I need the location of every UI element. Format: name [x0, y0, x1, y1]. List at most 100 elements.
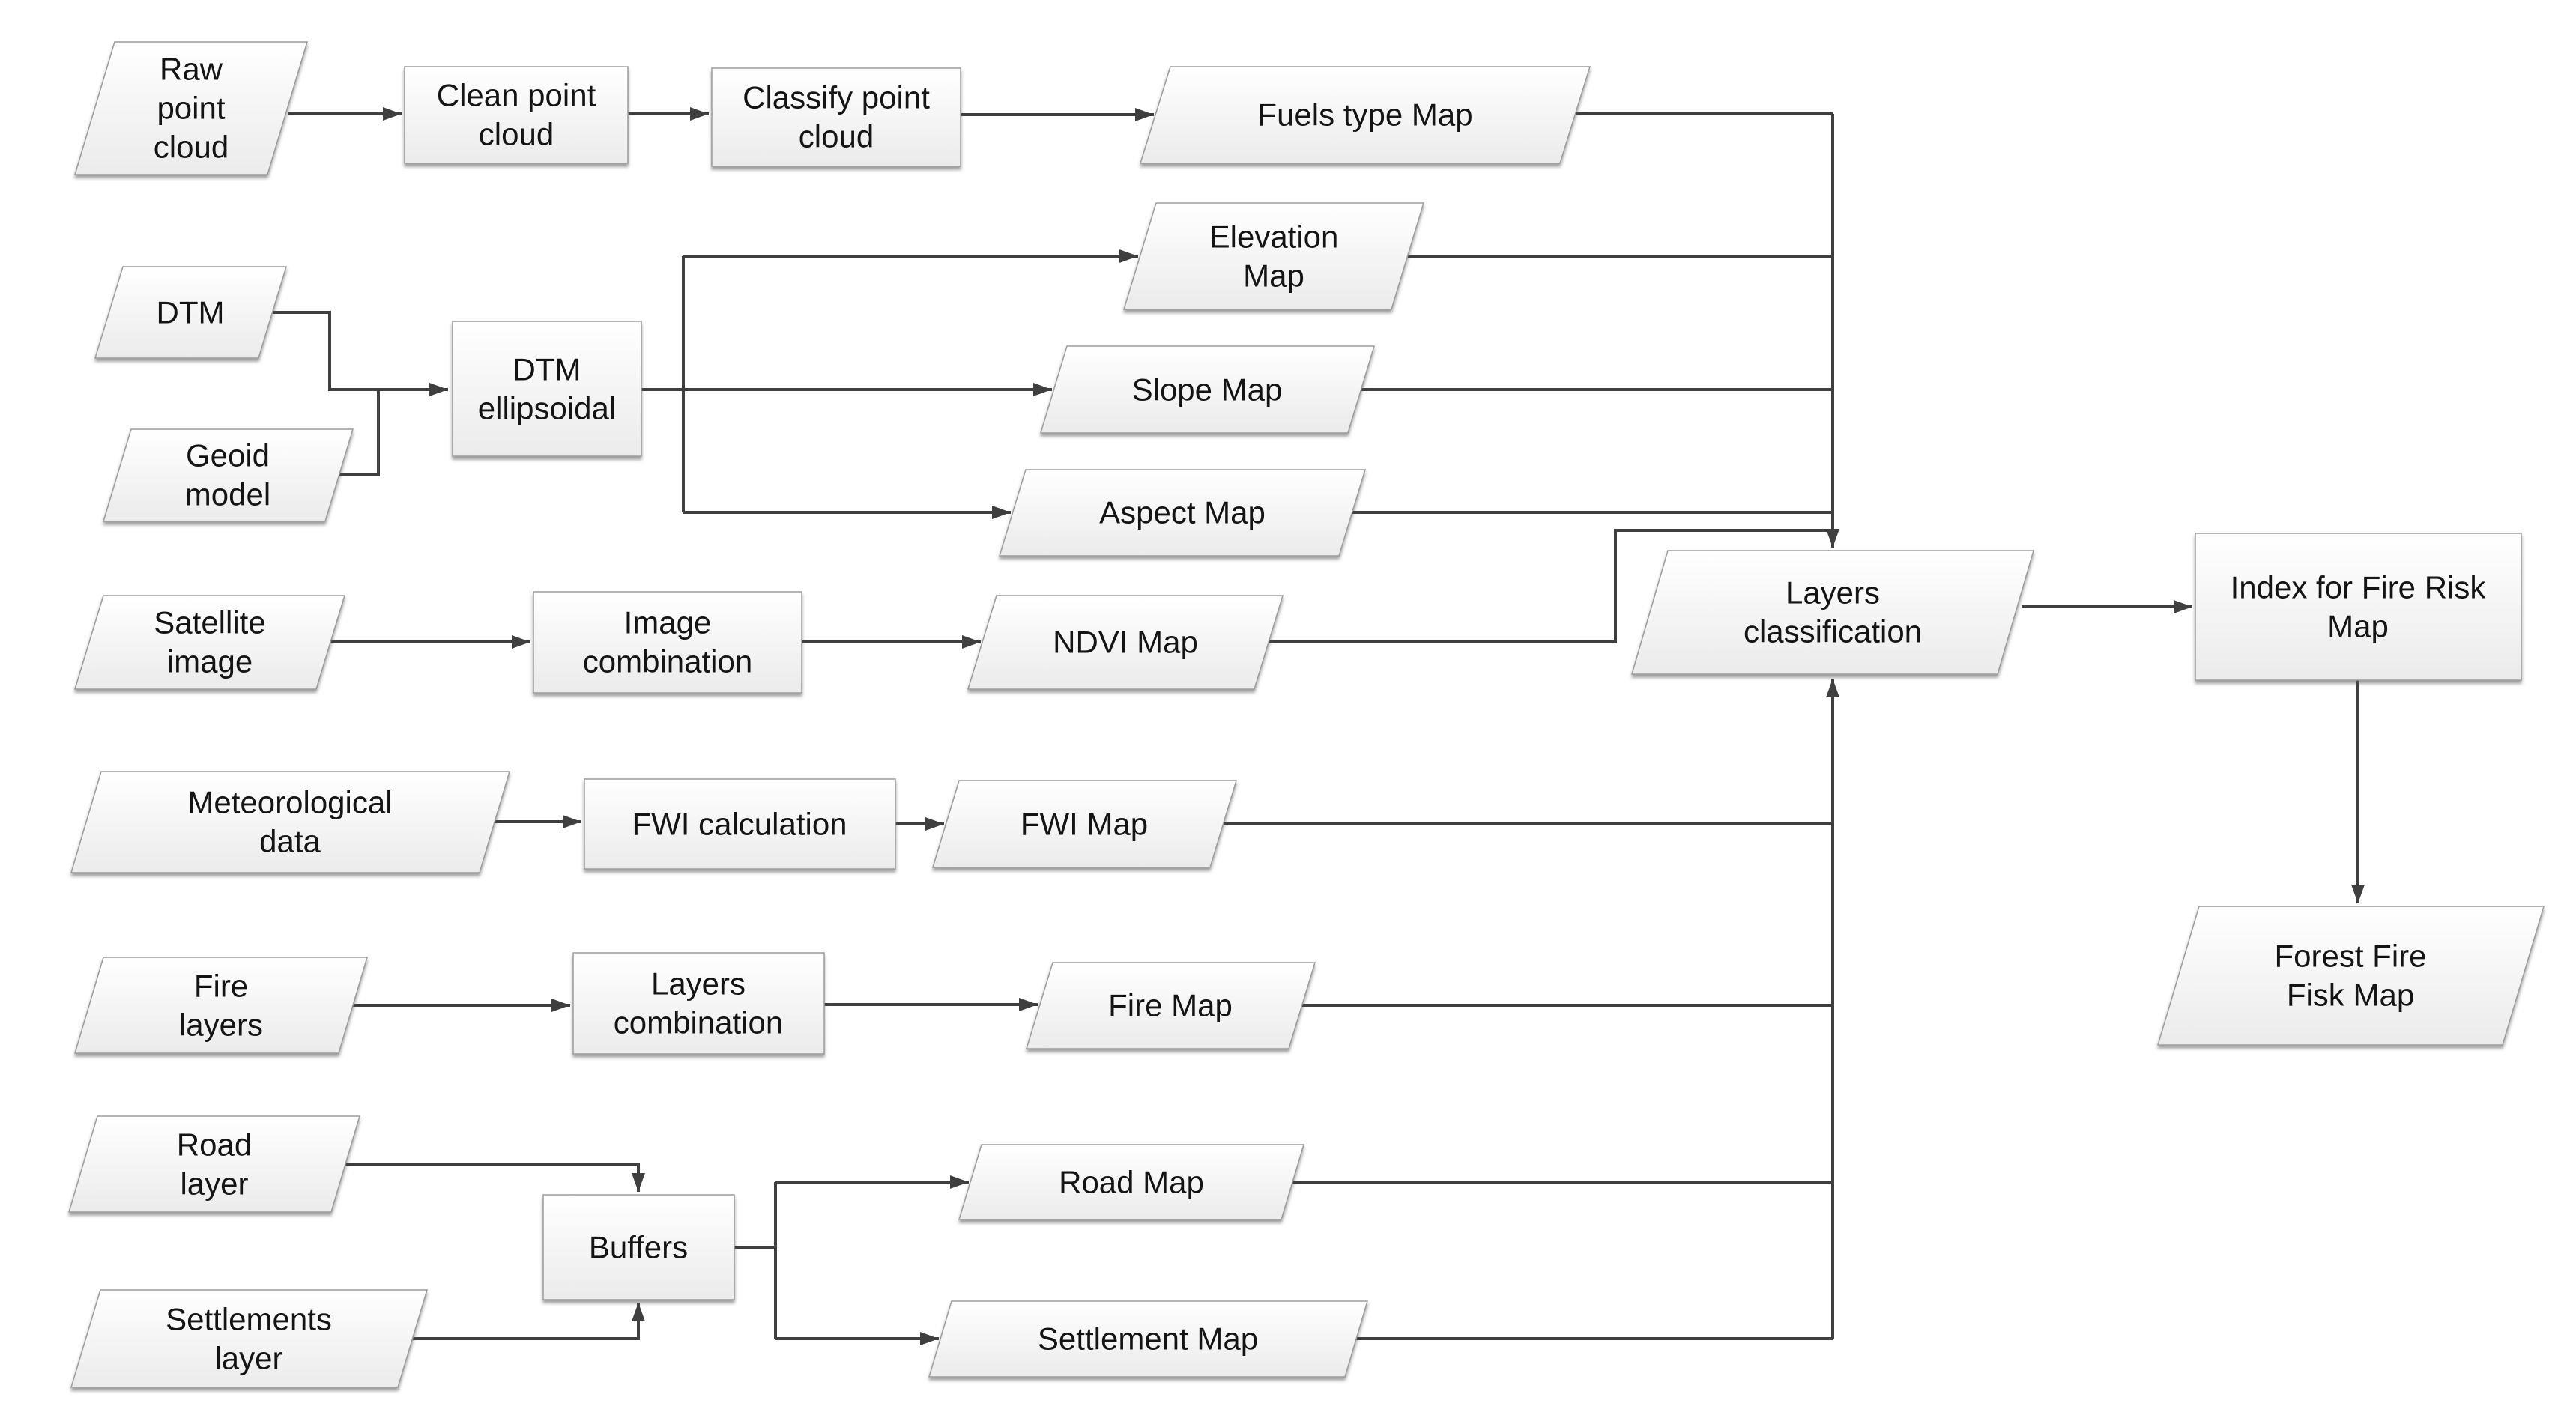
process-rect-shape: [404, 66, 629, 164]
parallelogram-shape: [67, 1115, 361, 1213]
node-label: cloud: [799, 119, 874, 154]
node-dtm-ellipsoidal: DTM ellipsoidal: [452, 321, 642, 457]
node-label: image: [167, 644, 253, 679]
node-fuels-type-map: Fuels type Map: [1139, 66, 1591, 164]
parallelogram-shape: [967, 595, 1284, 690]
node-label: layer: [214, 1341, 282, 1376]
process-rect-shape: [572, 952, 825, 1055]
connector-dtm-to-ellipsoidal: [273, 311, 448, 396]
node-settlement-map: Settlement Map: [928, 1300, 1369, 1378]
node-label: Elevation: [1209, 219, 1339, 255]
node-layers-classification: Layers classification: [1631, 550, 2034, 675]
node-label: combination: [614, 1005, 783, 1040]
node-fwi-map: FWI Map: [931, 780, 1238, 868]
node-label: Layers: [651, 966, 746, 1002]
node-label: FWI Map: [1021, 807, 1148, 842]
connector-settlements-to-buffers: [413, 1303, 645, 1340]
node-road-map: Road Map: [958, 1144, 1305, 1220]
nodes: Raw point cloud Clean point cloud Classi…: [67, 41, 2545, 1388]
node-label: Aspect Map: [1099, 495, 1266, 530]
parallelogram-shape: [1039, 345, 1376, 434]
node-elevation-map: Elevation Map: [1122, 202, 1425, 310]
node-geoid-model: Geoid model: [102, 428, 354, 522]
node-label: Map: [2327, 609, 2389, 644]
connector-geoid-to-junction: [339, 390, 380, 476]
connectors: [273, 107, 2365, 1345]
node-label: model: [185, 477, 270, 512]
node-label: data: [259, 824, 321, 859]
node-label: Fire Map: [1108, 988, 1233, 1023]
node-label: Fisk Map: [2287, 978, 2414, 1013]
process-rect-shape: [542, 1194, 735, 1300]
node-label: Settlements: [166, 1302, 332, 1337]
parallelogram-shape: [931, 780, 1238, 868]
connector-roadlayer-to-buffers: [345, 1163, 645, 1192]
parallelogram-shape: [928, 1300, 1369, 1378]
parallelogram-shape: [1631, 550, 2034, 675]
node-road-layer: Road layer: [67, 1115, 361, 1213]
parallelogram-shape: [73, 595, 346, 690]
node-ndvi-map: NDVI Map: [967, 595, 1284, 690]
node-settlements-layer: Settlements layer: [70, 1289, 429, 1388]
node-label: cloud: [479, 117, 554, 152]
node-fwi-calculation: FWI calculation: [584, 778, 896, 870]
node-label: Classify point: [743, 80, 930, 115]
node-label: Fire: [194, 969, 248, 1004]
node-label: Road Map: [1059, 1165, 1204, 1200]
node-dtm: DTM: [94, 266, 288, 359]
process-rect-shape: [452, 321, 642, 457]
node-fire-map: Fire Map: [1025, 962, 1316, 1049]
parallelogram-shape: [94, 266, 288, 359]
node-label: Index for Fire Risk: [2231, 570, 2487, 605]
node-fire-layers: Fire layers: [73, 957, 369, 1054]
parallelogram-shape: [73, 957, 369, 1054]
node-label: Slope Map: [1132, 372, 1283, 407]
node-meteorological-data: Meteorological data: [70, 771, 511, 873]
node-label: DTM: [157, 295, 225, 330]
node-label: Meteorological: [187, 785, 392, 820]
node-forest-fire-risk-map: Forest Fire Fisk Map: [2156, 906, 2545, 1046]
node-satellite-image: Satellite image: [73, 595, 346, 690]
process-rect-shape: [584, 778, 896, 870]
node-label: layer: [180, 1166, 248, 1202]
node-label: Map: [1243, 258, 1304, 294]
process-rect-shape: [2195, 533, 2522, 681]
node-label: point: [157, 91, 225, 126]
parallelogram-shape: [73, 41, 309, 175]
connector-ndvi-to-collector: [1269, 529, 1833, 643]
parallelogram-shape: [70, 1289, 429, 1388]
node-label: cloud: [154, 130, 229, 165]
process-rect-shape: [711, 67, 961, 167]
node-label: Geoid: [186, 438, 270, 473]
node-aspect-map: Aspect Map: [998, 469, 1367, 557]
node-label: DTM: [513, 352, 581, 387]
node-layers-combination: Layers combination: [572, 952, 825, 1055]
node-label: Fuels type Map: [1257, 97, 1472, 133]
node-label: Forest Fire: [2274, 939, 2426, 974]
node-label: Buffers: [589, 1230, 688, 1265]
node-buffers: Buffers: [542, 1194, 735, 1300]
parallelogram-shape: [1139, 66, 1591, 164]
node-label: Layers: [1786, 575, 1880, 610]
process-rect-shape: [533, 591, 802, 694]
node-slope-map: Slope Map: [1039, 345, 1376, 434]
node-index-for-fire-risk-map: Index for Fire Risk Map: [2195, 533, 2522, 681]
node-label: layers: [179, 1008, 263, 1043]
node-clean-point-cloud: Clean point cloud: [404, 66, 629, 164]
node-label: Image: [624, 605, 712, 640]
parallelogram-shape: [958, 1144, 1305, 1220]
node-label: FWI calculation: [632, 807, 847, 842]
parallelogram-shape: [1122, 202, 1425, 310]
parallelogram-shape: [1025, 962, 1316, 1049]
parallelogram-shape: [2156, 906, 2545, 1046]
node-label: Clean point: [437, 78, 596, 113]
node-label: Raw: [160, 52, 223, 87]
node-image-combination: Image combination: [533, 591, 802, 694]
node-classify-point-cloud: Classify point cloud: [711, 67, 961, 167]
node-raw-point-cloud: Raw point cloud: [73, 41, 309, 175]
parallelogram-shape: [102, 428, 354, 522]
node-label: Satellite: [154, 605, 265, 640]
node-label: Settlement Map: [1038, 1321, 1258, 1357]
